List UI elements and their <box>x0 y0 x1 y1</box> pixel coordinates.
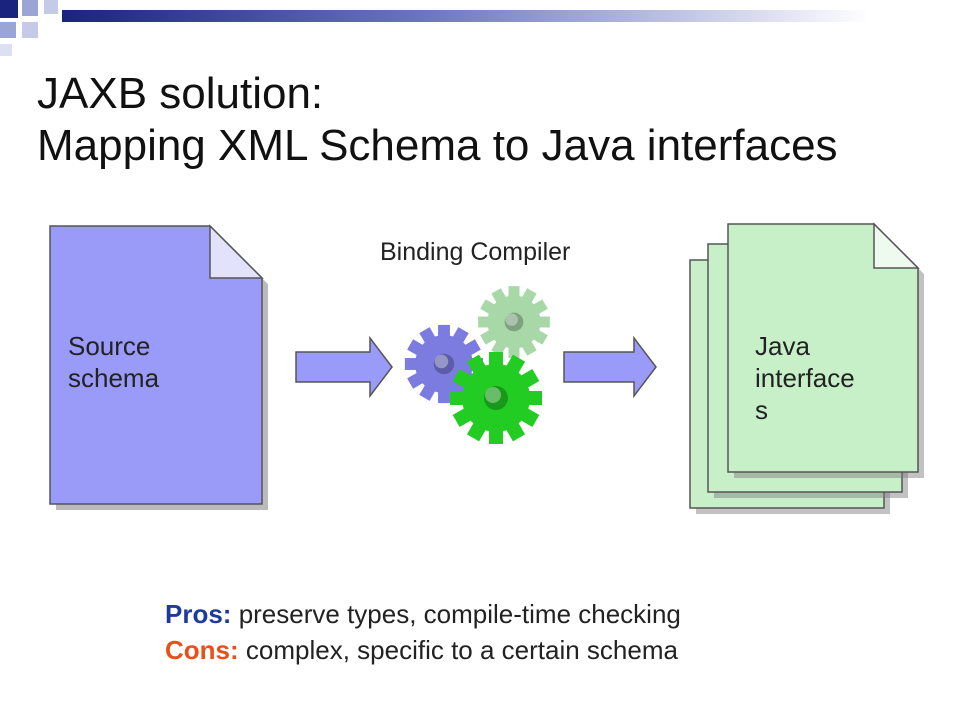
pros-cons-block: Pros: preserve types, compile-time check… <box>165 596 681 668</box>
gear-icon <box>478 286 550 358</box>
pros-key: Pros: <box>165 599 232 629</box>
cons-text: complex, specific to a certain schema <box>238 635 678 665</box>
cons-key: Cons: <box>165 635 239 665</box>
title-line-2: Mapping XML Schema to Java interfaces <box>37 121 838 170</box>
source-label-line-1: Source <box>68 331 151 361</box>
arrow-right-icon <box>295 335 393 399</box>
binding-compiler-label: Binding Compiler <box>380 238 571 266</box>
target-label-line-3: s <box>755 395 768 425</box>
pros-line: Pros: preserve types, compile-time check… <box>165 596 681 632</box>
source-schema-label: Source schema <box>68 330 159 394</box>
cons-line: Cons: complex, specific to a certain sch… <box>165 632 681 668</box>
title-line-1: JAXB solution: <box>37 69 324 118</box>
source-schema-document-icon <box>49 224 268 510</box>
slide-title: JAXB solution: Mapping XML Schema to Jav… <box>37 68 838 172</box>
pros-text: preserve types, compile-time checking <box>231 599 681 629</box>
java-interfaces-label: Java interface s <box>755 330 855 426</box>
source-label-line-2: schema <box>68 363 160 393</box>
target-label-line-2: interface <box>755 363 855 393</box>
target-label-line-1: Java <box>755 331 810 361</box>
arrow-right-icon <box>563 335 657 399</box>
java-interfaces-document-stack-icon <box>689 222 924 514</box>
